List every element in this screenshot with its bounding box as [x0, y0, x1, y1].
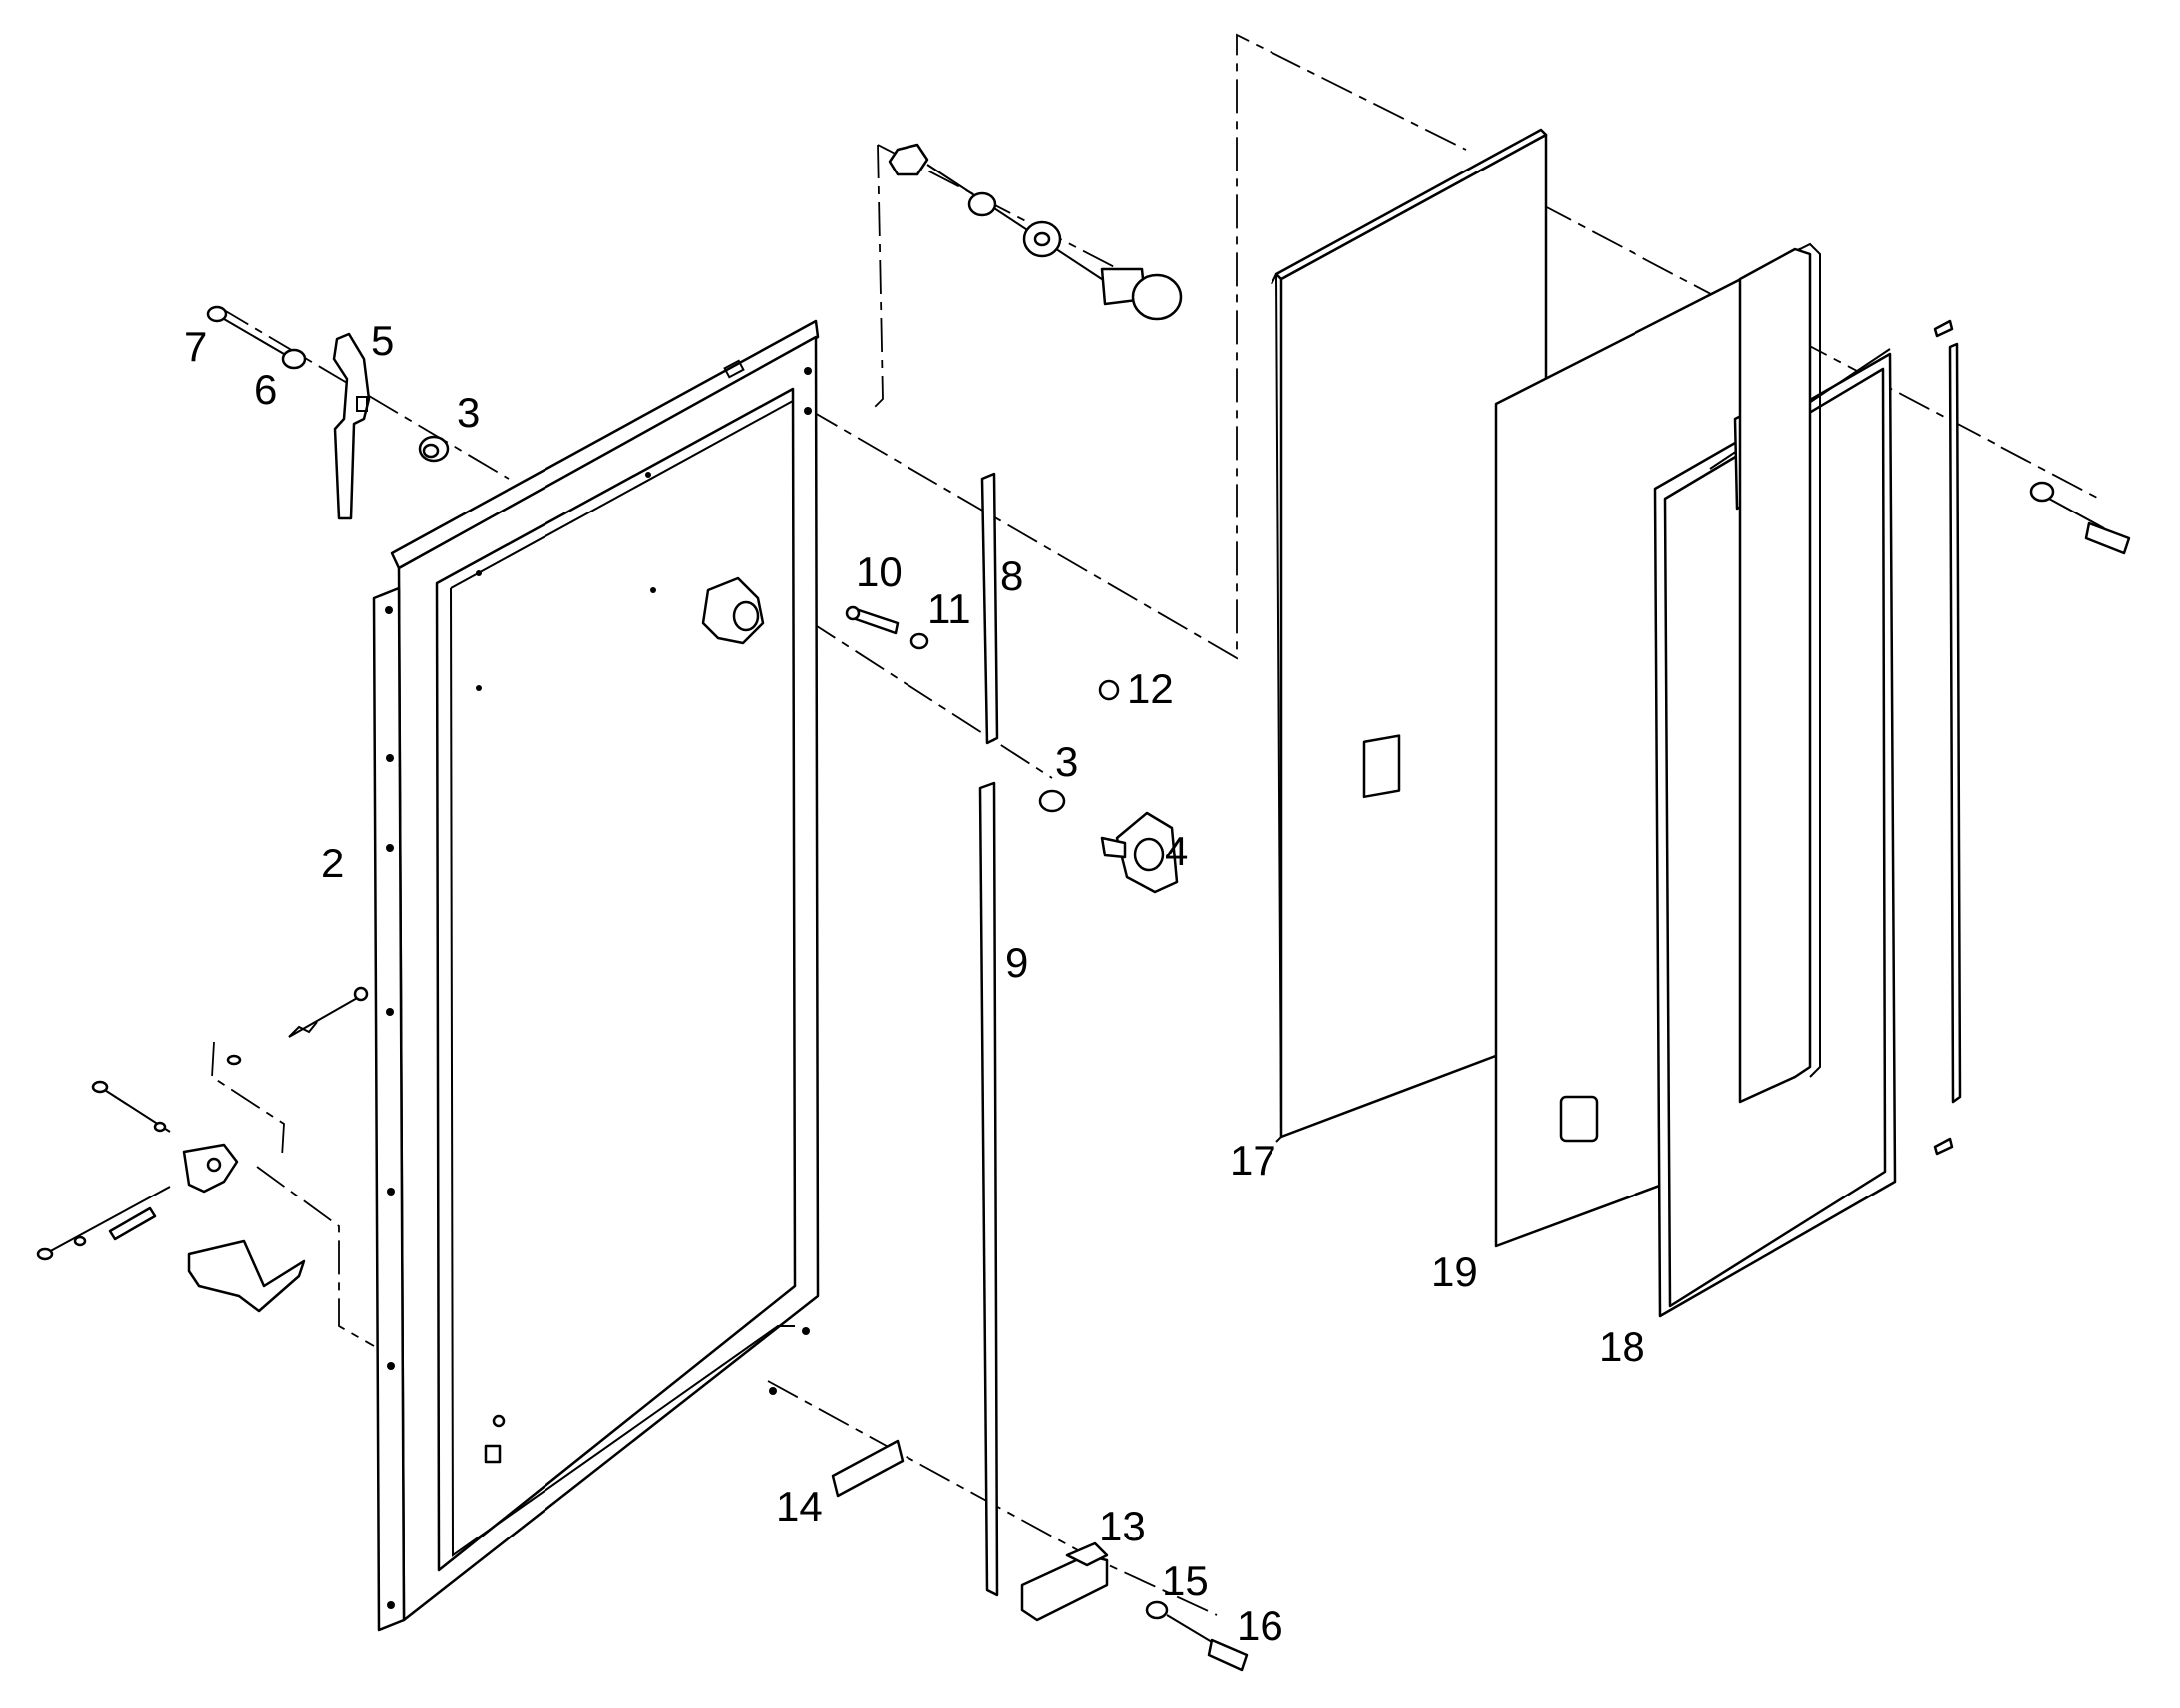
callout-15: 15 [1162, 1557, 1209, 1604]
right-screw [2029, 481, 2131, 555]
hinge-assembly [36, 986, 369, 1313]
knob-assembly [888, 143, 1183, 321]
callout-16: 16 [1237, 1602, 1283, 1649]
door-frame [372, 319, 820, 1632]
bottom-parts [831, 1439, 1249, 1672]
callout-5: 5 [371, 317, 394, 364]
callout-19: 19 [1431, 1248, 1478, 1295]
callout-7: 7 [184, 323, 207, 370]
callout-6: 6 [254, 366, 277, 413]
callout-3-top: 3 [457, 389, 480, 436]
callout-17: 17 [1230, 1137, 1276, 1184]
side-strip [1933, 319, 1962, 1156]
callout-18: 18 [1599, 1323, 1645, 1370]
panel-17 [1271, 128, 1548, 1143]
lock-parts [701, 576, 1179, 894]
callout-11: 11 [927, 585, 971, 632]
callout-12: 12 [1127, 665, 1174, 712]
callout-10: 10 [856, 548, 903, 595]
callout-14: 14 [776, 1483, 823, 1530]
strips-8-9 [978, 472, 999, 1597]
callout-9: 9 [1005, 939, 1028, 986]
latch-parts [206, 305, 450, 520]
callout-4: 4 [1165, 828, 1188, 874]
callout-3-mid: 3 [1055, 738, 1078, 785]
callout-13: 13 [1099, 1503, 1146, 1549]
back-panel [1738, 242, 1821, 1104]
callout-labels: 2 3 3 4 5 6 7 8 9 10 11 12 13 14 15 16 1… [184, 317, 1645, 1649]
assembly-lines [211, 33, 2100, 1616]
callout-2: 2 [321, 840, 344, 886]
callout-8: 8 [1000, 552, 1023, 599]
